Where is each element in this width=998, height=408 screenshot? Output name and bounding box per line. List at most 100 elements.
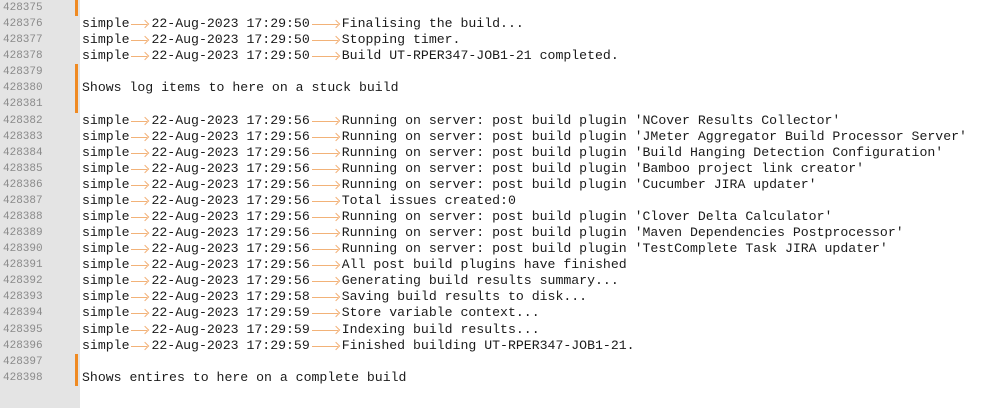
tab-arrow-icon xyxy=(310,113,342,129)
log-message: Running on server: post build plugin 'Ma… xyxy=(341,225,904,241)
line-number: 428378 xyxy=(3,50,43,63)
tab-arrow-icon xyxy=(310,209,342,225)
log-timestamp: 22-Aug-2023 17:29:50 xyxy=(151,16,310,32)
tab-arrow-icon xyxy=(310,273,342,289)
tab-arrow-icon xyxy=(310,305,342,321)
line-number: 428380 xyxy=(3,82,43,95)
tab-arrow-icon xyxy=(310,225,342,241)
change-marker xyxy=(75,369,78,386)
log-message: Build UT-RPER347-JOB1-21 completed. xyxy=(341,48,619,64)
line-number: 428377 xyxy=(3,34,43,47)
line-number: 428384 xyxy=(3,146,43,159)
line-number: 428395 xyxy=(3,323,43,336)
log-source: simple xyxy=(82,241,130,257)
editor-line[interactable]: 428379 xyxy=(0,64,998,81)
editor-line[interactable]: 428378 simple 22-Aug-2023 17:29:50 Build UT… xyxy=(0,48,998,64)
tab-arrow-icon xyxy=(129,16,151,32)
log-message: Running on server: post build plugin 'Ba… xyxy=(341,160,865,176)
log-source: simple xyxy=(82,176,130,192)
log-timestamp: 22-Aug-2023 17:29:56 xyxy=(151,241,310,257)
line-number: 428396 xyxy=(3,339,43,352)
tab-arrow-icon xyxy=(129,322,151,338)
line-number: 428390 xyxy=(3,243,43,256)
line-number: 428389 xyxy=(3,227,43,240)
tab-arrow-icon xyxy=(129,129,151,145)
line-number-gutter xyxy=(0,0,80,408)
log-source: simple xyxy=(82,273,130,289)
log-source: simple xyxy=(82,48,130,64)
tab-arrow-icon xyxy=(129,161,151,177)
line-number: 428385 xyxy=(3,162,43,175)
tab-arrow-icon xyxy=(310,32,342,48)
log-timestamp: 22-Aug-2023 17:29:50 xyxy=(151,48,310,64)
log-timestamp: 22-Aug-2023 17:29:56 xyxy=(151,209,310,225)
line-number: 428382 xyxy=(3,114,43,127)
tab-arrow-icon xyxy=(310,257,342,273)
log-message: Finished building UT-RPER347-JOB1-21. xyxy=(341,337,635,353)
line-number: 428397 xyxy=(3,355,43,368)
tab-arrow-icon xyxy=(129,193,151,209)
editor-line[interactable]: 428397 xyxy=(0,353,998,370)
log-message: Stopping timer. xyxy=(341,32,461,48)
tab-arrow-icon xyxy=(310,48,342,64)
editor-line[interactable]: 428375 xyxy=(0,0,998,17)
line-number: 428391 xyxy=(3,259,43,272)
tab-arrow-icon xyxy=(129,241,151,257)
log-timestamp: 22-Aug-2023 17:29:59 xyxy=(151,305,310,321)
line-number: 428392 xyxy=(3,275,43,288)
line-number: 428386 xyxy=(3,178,43,191)
line-number: 428383 xyxy=(3,130,43,143)
line-number: 428398 xyxy=(3,371,43,384)
editor-line[interactable]: 428396 simple 22-Aug-2023 17:29:59 Finished… xyxy=(0,338,998,354)
change-marker xyxy=(75,353,78,370)
line-number: 428387 xyxy=(3,194,43,207)
tab-arrow-icon xyxy=(129,289,151,305)
tab-arrow-icon xyxy=(310,193,342,209)
log-timestamp: 22-Aug-2023 17:29:56 xyxy=(151,160,310,176)
tab-arrow-icon xyxy=(129,32,151,48)
line-number: 428379 xyxy=(3,66,43,79)
log-message: Running on server: post build plugin 'NC… xyxy=(341,112,841,128)
log-timestamp: 22-Aug-2023 17:29:50 xyxy=(151,32,310,48)
tab-arrow-icon xyxy=(310,129,342,145)
line-number: 428381 xyxy=(3,98,43,111)
log-timestamp: 22-Aug-2023 17:29:59 xyxy=(151,337,310,353)
note-text: Shows log items to here on a stuck build xyxy=(82,80,399,96)
log-source: simple xyxy=(82,337,130,353)
log-message: Indexing build results... xyxy=(341,321,540,337)
log-source: simple xyxy=(82,225,130,241)
editor-line[interactable]: 428381 xyxy=(0,96,998,113)
tab-arrow-icon xyxy=(310,322,342,338)
editor-line[interactable]: 428380 Shows log items to here on a stuck… xyxy=(0,80,998,97)
log-message: Running on server: post build plugin 'JM… xyxy=(341,128,967,144)
log-timestamp: 22-Aug-2023 17:29:56 xyxy=(151,176,310,192)
